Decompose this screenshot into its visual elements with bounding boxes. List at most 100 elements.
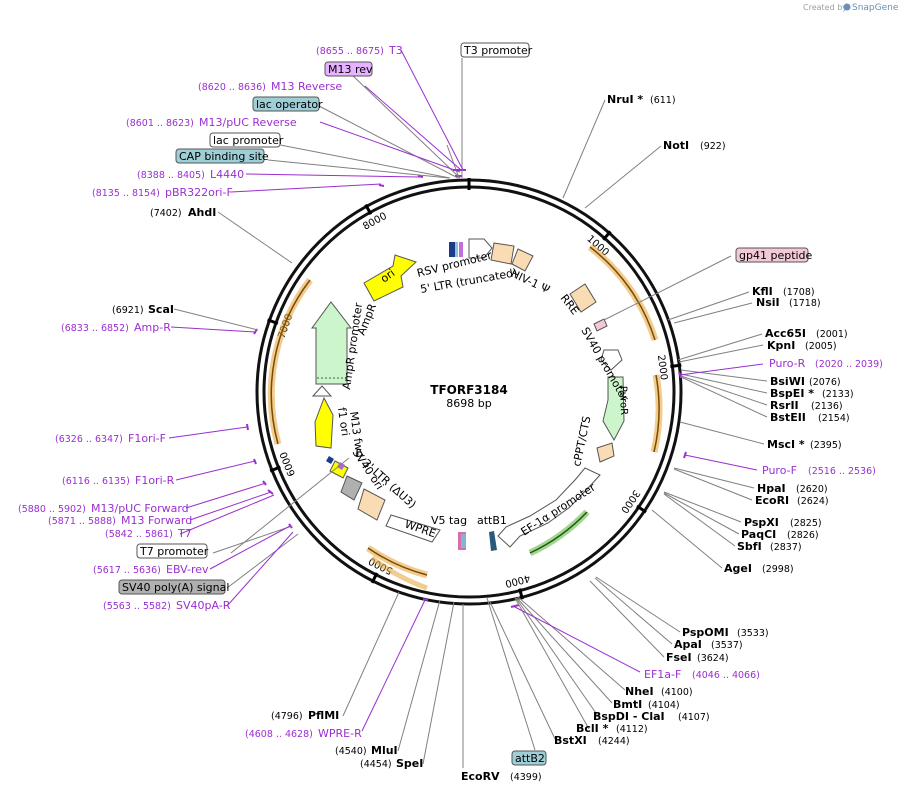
primer-range: (5563 .. 5582) bbox=[103, 601, 171, 612]
primer-name: WPRE-R bbox=[318, 727, 362, 740]
scale-tick bbox=[518, 588, 524, 600]
site-name: BmtI bbox=[613, 698, 642, 711]
plasmid-length: 8698 bp bbox=[446, 397, 491, 410]
scale-tick bbox=[370, 572, 379, 584]
boxed-label: SV40 poly(A) signal bbox=[122, 581, 229, 594]
primer-name: T3 bbox=[388, 44, 403, 57]
primer-name: M13 Reverse bbox=[271, 80, 342, 93]
primer-range: (4046 .. 4066) bbox=[692, 670, 760, 681]
site-pos: (4244) bbox=[598, 736, 630, 747]
site-name: MscI * bbox=[767, 438, 805, 451]
feature-v5-tag: V5 tag bbox=[431, 514, 467, 527]
site-name: KpnI bbox=[767, 339, 795, 352]
site-pos: (922) bbox=[700, 141, 726, 152]
site-name: EcoRV bbox=[461, 770, 500, 783]
primer-range: (6116 .. 6135) bbox=[62, 476, 130, 487]
site-pos: (6921) bbox=[112, 305, 144, 316]
feature-attb1: attB1 bbox=[477, 514, 507, 527]
scale-tick-label: 4000 bbox=[504, 572, 531, 589]
site-name: PflMI bbox=[308, 709, 339, 722]
site-pos: (2001) bbox=[816, 329, 848, 340]
primer-labels: (8655 .. 8675) T3 (8620 .. 8636) M13 Rev… bbox=[18, 44, 883, 740]
site-pos: (2133) bbox=[822, 389, 854, 400]
site-name: NotI bbox=[663, 139, 689, 152]
created-by-text: Created by bbox=[803, 3, 847, 12]
site-name: SbfI bbox=[737, 540, 762, 553]
site-name: PspOMI bbox=[682, 626, 729, 639]
site-pos: (2154) bbox=[818, 413, 850, 424]
feature-ef1a-promoter: EF-1α promoter bbox=[519, 480, 599, 538]
site-pos: (3537) bbox=[711, 640, 743, 651]
boxed-label: T7 promoter bbox=[139, 545, 209, 558]
site-pos: (7402) bbox=[150, 208, 182, 219]
site-name: ScaI bbox=[148, 303, 174, 316]
primer-name: F1ori-R bbox=[135, 474, 175, 487]
primer-range: (5842 .. 5861) bbox=[105, 529, 173, 540]
restriction-sites-right: NruI * (611) NotI (922) KflI (1708) NsiI… bbox=[461, 93, 854, 783]
site-name: BclI * bbox=[576, 722, 609, 735]
primer-name: L4440 bbox=[210, 168, 244, 181]
primer-range: (2516 .. 2536) bbox=[808, 466, 876, 477]
primer-name: pBR322ori-F bbox=[165, 186, 233, 199]
primer-range: (5880 .. 5902) bbox=[18, 504, 86, 515]
scale-tick-label: 2000 bbox=[655, 354, 669, 381]
site-name: BspDI - ClaI bbox=[593, 710, 665, 723]
boxed-label: lac operator bbox=[256, 98, 323, 111]
site-name: NheI bbox=[625, 685, 654, 698]
site-pos: (4796) bbox=[271, 711, 303, 722]
restriction-sites-left: AhdI (7402) ScaI (6921) PflMI (4796) Mlu… bbox=[112, 206, 423, 770]
boxed-label: attB2 bbox=[515, 752, 545, 765]
site-pos: (4454) bbox=[360, 759, 392, 770]
boxed-label: gp41 peptide bbox=[739, 249, 813, 262]
snapgene-brand: SnapGene bbox=[852, 3, 899, 13]
site-pos: (2624) bbox=[797, 496, 829, 507]
scale-tick bbox=[636, 504, 647, 514]
site-pos: (4104) bbox=[648, 700, 680, 711]
site-pos: (4112) bbox=[616, 724, 648, 735]
feature-cppt-cts: cPPT/CTS bbox=[570, 415, 593, 468]
site-name: Acc65I bbox=[765, 327, 806, 340]
primer-range: (8601 .. 8623) bbox=[126, 118, 194, 129]
primer-range: (8135 .. 8154) bbox=[92, 188, 160, 199]
primer-range: (5617 .. 5636) bbox=[93, 565, 161, 576]
primer-range: (6326 .. 6347) bbox=[55, 434, 123, 445]
site-name: ApaI bbox=[674, 638, 702, 651]
scale-tick bbox=[267, 318, 279, 325]
scale-tick bbox=[364, 203, 373, 215]
site-name: NsiI bbox=[756, 296, 780, 309]
site-name: SpeI bbox=[396, 757, 423, 770]
site-pos: (3533) bbox=[737, 628, 769, 639]
primer-range: (4608 .. 4628) bbox=[245, 729, 313, 740]
scale-tick bbox=[670, 363, 682, 368]
site-name: NruI * bbox=[607, 93, 643, 106]
primer-name: M13 Forward bbox=[121, 514, 192, 527]
site-pos: (3624) bbox=[697, 653, 729, 664]
site-name: RsrII bbox=[770, 399, 799, 412]
feature-f1-ori: f1 ori bbox=[335, 407, 352, 437]
plasmid-name: TFORF3184 bbox=[430, 383, 507, 397]
boxed-label: lac promoter bbox=[213, 134, 284, 147]
site-pos: (2620) bbox=[796, 484, 828, 495]
primer-name: M13/pUC Forward bbox=[91, 502, 189, 515]
site-name: EcoRI bbox=[755, 494, 789, 507]
site-pos: (2076) bbox=[809, 377, 841, 388]
primer-name: SV40pA-R bbox=[176, 599, 231, 612]
feature-m13-fwd: M13 fwd bbox=[347, 411, 366, 459]
site-pos: (2005) bbox=[805, 341, 837, 352]
site-pos: (2825) bbox=[790, 518, 822, 529]
snapgene-logo-icon bbox=[843, 3, 851, 11]
site-pos: (611) bbox=[650, 95, 676, 106]
site-name: BsiWI bbox=[770, 375, 805, 388]
primer-range: (8620 .. 8636) bbox=[198, 82, 266, 93]
primer-range: (5871 .. 5888) bbox=[48, 516, 116, 527]
site-name: AgeI bbox=[724, 562, 752, 575]
site-name: HpaI bbox=[757, 482, 786, 495]
site-name: MluI bbox=[371, 744, 398, 757]
site-pos: (1718) bbox=[789, 298, 821, 309]
site-pos: (2826) bbox=[787, 530, 819, 541]
site-pos: (4107) bbox=[678, 712, 710, 723]
primer-range: (8388 .. 8405) bbox=[137, 170, 205, 181]
site-name: KflI bbox=[752, 285, 773, 298]
boxed-label: CAP binding site bbox=[179, 150, 269, 163]
primer-name: EF1a-F bbox=[644, 668, 681, 681]
